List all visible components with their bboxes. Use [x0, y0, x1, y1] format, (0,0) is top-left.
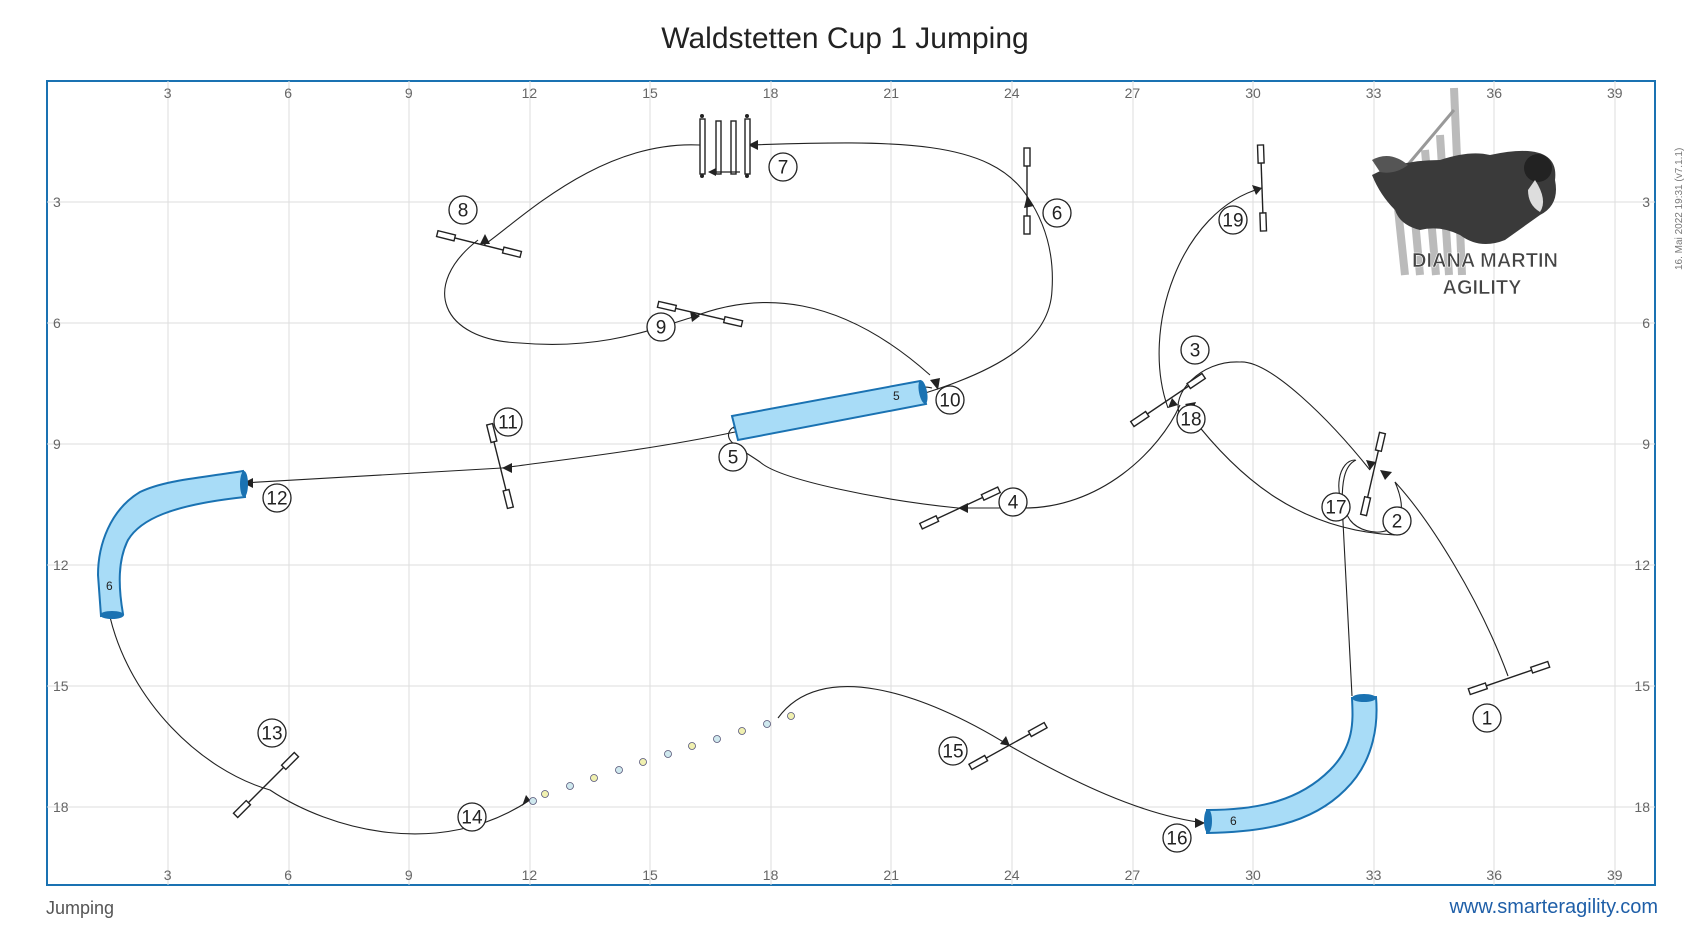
obstacle-number-label: 10 [939, 391, 960, 412]
y-tick-left: 18 [53, 799, 69, 815]
x-tick-top: 9 [405, 85, 413, 101]
obstacle-number-label: 5 [728, 448, 739, 469]
obstacle-number-label: 18 [1180, 410, 1201, 431]
tunnels: 6 5 6 [96, 379, 1378, 835]
obstacle-number-label: 12 [266, 489, 287, 510]
y-tick-left: 6 [53, 315, 61, 331]
obstacle-number-15: 15 [938, 736, 968, 766]
y-tick-left: 12 [53, 557, 69, 573]
obstacle-number-label: 3 [1190, 341, 1201, 362]
obstacle-number-label: 13 [261, 724, 282, 745]
obstacle-number-label: 7 [778, 158, 789, 179]
x-tick-bottom: 24 [1004, 867, 1020, 883]
x-tick-top: 15 [642, 85, 658, 101]
obstacle-number-label: 4 [1008, 493, 1019, 514]
long-jump [699, 114, 751, 178]
obstacle-number-label: 1 [1482, 709, 1493, 730]
x-tick-top: 36 [1486, 85, 1502, 101]
x-tick-bottom: 33 [1366, 867, 1382, 883]
x-tick-bottom: 21 [883, 867, 899, 883]
x-tick-bottom: 9 [405, 867, 413, 883]
x-tick-bottom: 27 [1125, 867, 1141, 883]
field-border [46, 80, 1656, 886]
tunnel-label-left: 6 [106, 579, 113, 593]
obstacle-number-5: 5 [718, 442, 748, 472]
obstacle-number-3: 3 [1180, 335, 1210, 365]
tunnel-label-bottom: 6 [1230, 814, 1237, 828]
y-tick-left: 9 [53, 436, 61, 452]
x-tick-bottom: 36 [1486, 867, 1502, 883]
obstacle-number-13: 13 [257, 718, 287, 748]
version-stamp: 16. Mai 2022 19:31 (v7.1.1) [1674, 147, 1685, 270]
jumps [232, 144, 1551, 819]
obstacle-number-label: 9 [656, 318, 667, 339]
obstacle-number-14: 14 [457, 802, 487, 832]
weave-poles [529, 712, 795, 805]
x-tick-top: 6 [284, 85, 292, 101]
x-tick-bottom: 3 [164, 867, 172, 883]
y-tick-right: 6 [1642, 315, 1650, 331]
obstacle-number-19: 19 [1218, 205, 1248, 235]
logo-text-line1: DIANA MARTIN [1412, 250, 1558, 272]
y-axis-ticks-left: 3 6 9 12 15 18 [53, 194, 69, 815]
course-title: Waldstetten Cup 1 Jumping [661, 22, 1029, 55]
y-tick-right: 15 [1634, 678, 1650, 694]
obstacle-number-6: 6 [1042, 198, 1072, 228]
x-tick-top: 24 [1004, 85, 1020, 101]
obstacle-number-9: 9 [646, 312, 676, 342]
website-link[interactable]: www.smarteragility.com [1449, 896, 1658, 918]
x-tick-top: 3 [164, 85, 172, 101]
obstacle-number-17: 17 [1321, 492, 1351, 522]
obstacle-number-label: 8 [458, 201, 469, 222]
obstacle-number-2: 2 [1382, 506, 1412, 536]
x-tick-bottom: 18 [763, 867, 779, 883]
obstacle-number-label: 11 [498, 413, 518, 434]
x-tick-top: 30 [1245, 85, 1261, 101]
logo-text-line2: AGILITY [1443, 277, 1523, 299]
y-tick-right: 18 [1634, 799, 1650, 815]
x-tick-top: 12 [522, 85, 538, 101]
x-tick-top: 21 [883, 85, 899, 101]
obstacle-number-label: 16 [1166, 829, 1187, 850]
obstacle-number-12: 12 [262, 483, 292, 513]
x-tick-bottom: 12 [522, 867, 538, 883]
obstacle-number-label: 14 [461, 808, 483, 829]
obstacle-number-label: 17 [1325, 498, 1346, 519]
y-tick-right: 3 [1642, 194, 1650, 210]
obstacle-number-8: 8 [448, 195, 478, 225]
obstacle-number-4: 4 [998, 487, 1028, 517]
x-tick-top: 39 [1607, 85, 1623, 101]
obstacle-number-label: 19 [1222, 211, 1243, 232]
y-tick-left: 3 [53, 194, 61, 210]
obstacle-number-label: 2 [1392, 512, 1403, 533]
class-name: Jumping [46, 898, 115, 918]
obstacle-number-11: 11 [493, 407, 523, 437]
y-tick-right: 9 [1642, 436, 1650, 452]
obstacle-number-label: 15 [942, 742, 963, 763]
obstacle-number-18: 18 [1176, 404, 1206, 434]
obstacle-number-10: 10 [935, 385, 965, 415]
obstacle-number-7: 7 [768, 152, 798, 182]
x-tick-top: 27 [1125, 85, 1141, 101]
x-tick-top: 18 [763, 85, 779, 101]
x-tick-bottom: 30 [1245, 867, 1261, 883]
club-logo: DIANA MARTIN AGILITY [1372, 87, 1558, 299]
x-tick-bottom: 39 [1607, 867, 1623, 883]
x-tick-bottom: 15 [642, 867, 658, 883]
y-axis-ticks-right: 3 6 9 12 15 18 [1634, 194, 1650, 815]
obstacle-number-16: 16 [1162, 823, 1192, 853]
grid [47, 81, 1655, 885]
y-tick-right: 12 [1634, 557, 1650, 573]
obstacle-number-1: 1 [1472, 703, 1502, 733]
obstacle-number-label: 6 [1052, 204, 1063, 225]
y-tick-left: 15 [53, 678, 69, 694]
x-tick-bottom: 6 [284, 867, 292, 883]
x-tick-top: 33 [1366, 85, 1382, 101]
tunnel-label-middle: 5 [893, 389, 900, 403]
